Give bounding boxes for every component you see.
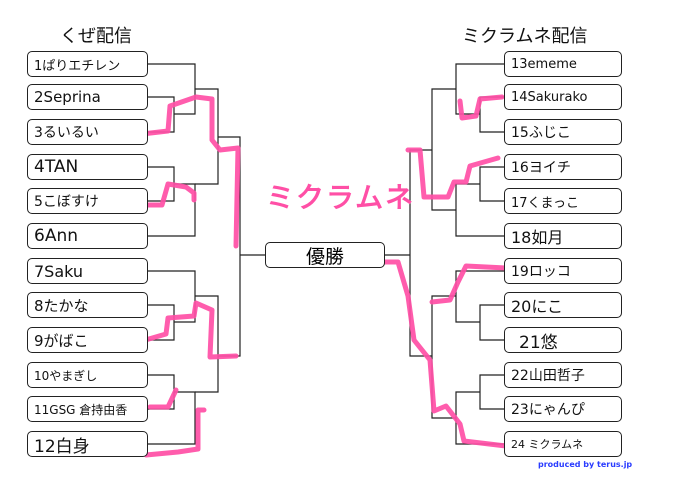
left-round2-top-line: [195, 88, 219, 185]
entry-21: 21悠: [504, 327, 622, 353]
entry-10: 10やまぎし: [27, 362, 148, 388]
entry-14: 14Sakurako: [504, 84, 622, 110]
right-highlight-14-path: [457, 94, 505, 121]
right-bracket-header: ミクラムネ配信: [462, 26, 588, 47]
left-highlight-5-path: [137, 181, 197, 208]
entry-9: 9がばこ: [27, 327, 148, 353]
entry-2: 2Seprina: [27, 84, 148, 110]
entry-13: 13ememe: [504, 51, 622, 77]
entry-24: 24 ミクラムネ: [504, 431, 622, 457]
entry-20: 20にこ: [504, 292, 622, 318]
entry-12: 12白身: [27, 431, 148, 457]
right-round2-bottom-line: [431, 295, 456, 419]
entry-5: 5こぼすけ: [27, 188, 148, 214]
right-highlight-16-path: [405, 147, 501, 200]
left-highlight-top-path: [139, 94, 241, 249]
entry-8: 8たかな: [27, 292, 148, 318]
entry-18: 18如月: [504, 223, 622, 249]
entry-3: 3るいるい: [27, 119, 148, 145]
left-round2-bottom-line: [195, 295, 219, 393]
entry-11: 11GSG 倉持由香: [27, 396, 148, 422]
entry-6: 6Ann: [27, 223, 148, 249]
entry-23: 23にゃんぴ: [504, 396, 622, 422]
entry-19: 19ロッコ: [504, 258, 622, 284]
entry-16: 16ヨイチ: [504, 154, 622, 180]
right-pair-16-17-18-line: [455, 166, 504, 237]
right-highlight-24-path: [377, 259, 509, 449]
left-bracket-header: くぜ配信: [60, 26, 132, 47]
entry-22: 22山田哲子: [504, 362, 622, 388]
right-pair-19-20-21-line: [455, 270, 504, 341]
entry-7: 7Saku: [27, 258, 148, 284]
winner-name-handwritten: ミクラムネ: [266, 181, 416, 214]
entry-1: 1ぱりエチレン: [27, 51, 148, 77]
right-highlight-19-path: [429, 263, 509, 305]
left-pair-7-8-9-line: [148, 270, 196, 341]
champion-box: 優勝: [265, 242, 385, 268]
left-highlight-9-path: [139, 300, 239, 360]
left-highlight-11-path: [147, 387, 179, 410]
entry-17: 17くまっこ: [504, 188, 622, 214]
entry-4: 4TAN: [27, 154, 148, 180]
credit-text: produced by terus.jp: [538, 460, 633, 469]
left-pair-4-5-6-line: [148, 166, 196, 237]
left-final-line: [218, 136, 265, 357]
entry-15: 15ふじこ: [504, 119, 622, 145]
left-highlight-12-path: [143, 407, 207, 458]
